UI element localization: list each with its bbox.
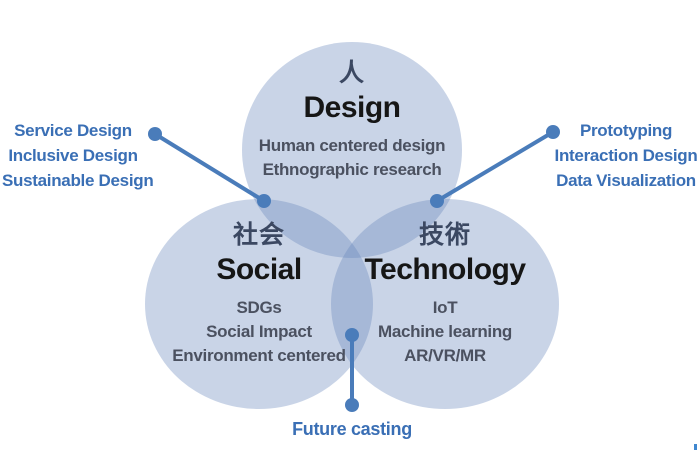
- design-item: Ethnographic research: [262, 160, 442, 179]
- social-item: Environment centered: [172, 346, 346, 365]
- callout-item: Data Visualization: [556, 171, 696, 190]
- technology-item: IoT: [432, 298, 458, 317]
- callout-item: Inclusive Design: [8, 146, 138, 165]
- callout-design-social: Service Design Inclusive Design Sustaina…: [2, 118, 154, 193]
- technology-kanji: 技術: [418, 221, 471, 249]
- design-heading: Design: [303, 91, 401, 124]
- callout-item: Sustainable Design: [2, 171, 154, 190]
- circle-text-design: 人 Design Human centered design Ethnograp…: [232, 58, 472, 182]
- social-item: Social Impact: [206, 322, 312, 341]
- callout-item: Prototyping: [579, 121, 673, 140]
- callout-item: Future casting: [292, 419, 412, 439]
- design-item: Human centered design: [258, 136, 446, 155]
- callout-social-technology: Future casting: [252, 417, 452, 442]
- callout-item: Service Design: [14, 121, 132, 140]
- technology-item: AR/VR/MR: [404, 346, 486, 365]
- social-kanji: 社会: [232, 221, 285, 249]
- edge-artifact-mark: [694, 444, 697, 450]
- connector-dot-bottom-outer: [345, 398, 359, 412]
- circle-social: [145, 199, 373, 409]
- technology-heading: Technology: [364, 253, 526, 286]
- social-heading: Social: [216, 253, 302, 286]
- callout-design-technology: Prototyping Interaction Design Data Visu…: [554, 118, 698, 193]
- technology-item: Machine learning: [377, 322, 513, 341]
- circle-design: [242, 42, 462, 258]
- connector-dot-left-outer: [148, 127, 162, 141]
- social-item: SDGs: [236, 298, 282, 317]
- circle-text-social: 社会 Social SDGs Social Impact Environment…: [149, 220, 369, 368]
- design-kanji: 人: [338, 59, 365, 87]
- callout-item: Interaction Design: [554, 146, 698, 165]
- circle-technology: [331, 199, 559, 409]
- circle-text-technology: 技術 Technology IoT Machine learning AR/VR…: [335, 220, 555, 368]
